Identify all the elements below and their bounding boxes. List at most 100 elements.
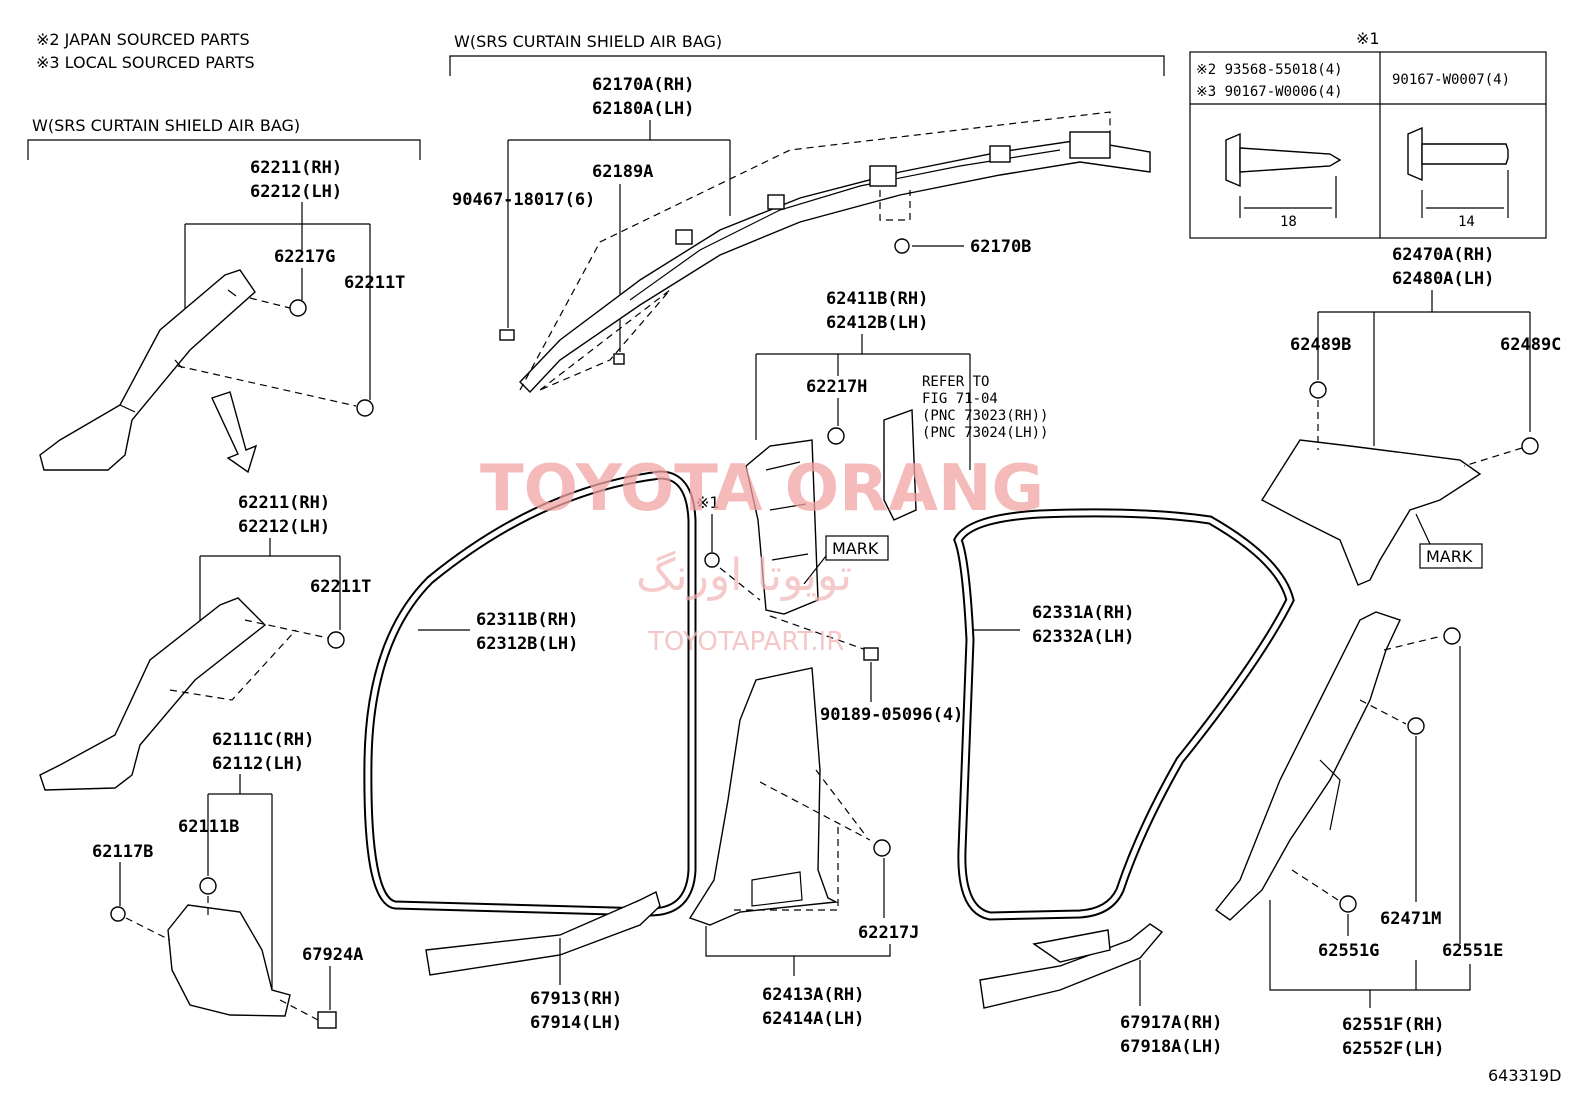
airbag-bracket-1 bbox=[675, 229, 693, 245]
leader-62413a bbox=[705, 926, 891, 976]
screw-dim-left bbox=[1239, 176, 1337, 218]
clip-90189 bbox=[863, 647, 879, 661]
clip-62211t-upper bbox=[356, 399, 374, 417]
label-62170a-rh: 62170A(RH) bbox=[592, 75, 694, 95]
bolt-62170b bbox=[894, 238, 910, 254]
label-62551e: 62551E bbox=[1442, 941, 1503, 961]
label-62211t-b: 62211T bbox=[310, 577, 371, 597]
dash-center-lower bbox=[734, 769, 871, 911]
label-67917a-rh: 67917A(RH) bbox=[1120, 1013, 1222, 1033]
label-67918a-lh: 67918A(LH) bbox=[1120, 1037, 1222, 1057]
center-pillar-lower-62413a bbox=[688, 667, 839, 926]
refer-line-2: FIG 71-04 bbox=[922, 391, 998, 407]
clip-67924a bbox=[317, 1011, 337, 1029]
curtain-airbag-62170a bbox=[519, 139, 1151, 394]
scuff-plate-67917a bbox=[979, 923, 1164, 1009]
mark-box-1 bbox=[825, 535, 889, 561]
label-62111c-rh: 62111C(RH) bbox=[212, 730, 314, 750]
leader-62551f bbox=[1269, 900, 1471, 1008]
label-90189: 90189-05096(4) bbox=[820, 705, 963, 725]
leader-62411b bbox=[755, 334, 971, 470]
leader-62111c bbox=[207, 774, 273, 1000]
watermark-site: TOYOTAPART.IR bbox=[647, 627, 844, 657]
srs-left-bracket bbox=[27, 139, 421, 160]
clip-62111b bbox=[199, 877, 217, 895]
screw-dim-right bbox=[1421, 170, 1509, 218]
label-62117b: 62117B bbox=[92, 842, 153, 862]
clip-62551e bbox=[1443, 627, 1461, 645]
label-62180a-lh: 62180A(LH) bbox=[592, 99, 694, 119]
clip-62217h bbox=[827, 427, 845, 445]
screw-star1 bbox=[704, 552, 720, 568]
clip-62117b bbox=[110, 906, 126, 922]
label-62551g: 62551G bbox=[1318, 941, 1379, 961]
refer-line-3: (PNC 73023(RH)) bbox=[922, 408, 1048, 424]
label-62311b-rh: 62311B(RH) bbox=[476, 610, 578, 630]
srs-top-bracket bbox=[449, 55, 1165, 76]
screw-dim-left-value: 18 bbox=[1280, 214, 1297, 230]
label-62211-rh: 62211(RH) bbox=[250, 158, 342, 178]
mark-1-leader bbox=[803, 555, 827, 585]
screw-table bbox=[1189, 51, 1547, 239]
label-62211-rh-b: 62211(RH) bbox=[238, 493, 330, 513]
arrow-down-icon bbox=[211, 391, 258, 474]
pillar-62211-lower bbox=[39, 597, 267, 791]
airbag-inflator bbox=[1069, 131, 1111, 159]
screw-code-right: 90167-W0007(4) bbox=[1392, 72, 1510, 88]
label-62212-lh: 62212(LH) bbox=[250, 182, 342, 202]
screw-thread-left-icon bbox=[1239, 147, 1342, 173]
dash-center-upper bbox=[719, 567, 873, 653]
clip-62211t-lower bbox=[327, 631, 345, 649]
label-62212-lh-b: 62212(LH) bbox=[238, 517, 330, 537]
label-62412b-lh: 62412B(LH) bbox=[826, 313, 928, 333]
label-62411b-rh: 62411B(RH) bbox=[826, 289, 928, 309]
label-67924a: 67924A bbox=[302, 945, 363, 965]
airbag-bracket-2 bbox=[767, 194, 785, 210]
clip-62471m bbox=[1407, 717, 1425, 735]
clip-90467 bbox=[499, 329, 515, 341]
note-local-sourced: ※3 LOCAL SOURCED PARTS bbox=[36, 53, 255, 72]
label-62170b: 62170B bbox=[970, 237, 1031, 257]
screw-table-mark: ※1 bbox=[1356, 29, 1380, 48]
screw-table-grid bbox=[1190, 52, 1546, 238]
quarter-panel-upper-62470a bbox=[1261, 439, 1482, 586]
srs-top-label: W(SRS CURTAIN SHIELD AIR BAG) bbox=[454, 32, 722, 51]
scuff-plate-67913 bbox=[425, 890, 661, 976]
leader-62211 bbox=[184, 202, 371, 400]
dash-62551f bbox=[1291, 635, 1443, 901]
clip-62189a bbox=[613, 353, 625, 365]
screw-code-row1: ※2 93568-55018(4) bbox=[1196, 62, 1343, 78]
scuff-plate-67917a-cover bbox=[1032, 929, 1111, 963]
label-62470a-rh: 62470A(RH) bbox=[1392, 245, 1494, 265]
clip-62217g bbox=[289, 299, 307, 317]
clip-62217j bbox=[873, 839, 891, 857]
leader-clips-62551 bbox=[1347, 646, 1461, 944]
label-62189a: 62189A bbox=[592, 162, 653, 182]
quarter-panel-lower-detail bbox=[1319, 759, 1341, 831]
dash-62111c bbox=[125, 896, 319, 1021]
dash-airbag bbox=[519, 111, 1111, 391]
door-seal-62331a bbox=[953, 508, 1295, 921]
center-pillar-upper-ribs bbox=[765, 461, 809, 561]
dash-62211-upper bbox=[177, 297, 357, 407]
door-seal-62331a-inner bbox=[955, 510, 1293, 919]
figure-number: 643319D bbox=[1488, 1066, 1561, 1085]
airbag-bracket-4 bbox=[989, 145, 1011, 163]
label-62217g: 62217G bbox=[274, 247, 335, 267]
label-62552f-lh: 62552F(LH) bbox=[1342, 1039, 1444, 1059]
label-62489c: 62489C bbox=[1500, 335, 1561, 355]
screw-thread-right-icon bbox=[1421, 143, 1509, 165]
label-62331a-rh: 62331A(RH) bbox=[1032, 603, 1134, 623]
clip-62551g bbox=[1339, 895, 1357, 913]
mark-label-1: MARK bbox=[832, 539, 879, 558]
center-pillar-lower-pocket bbox=[751, 871, 803, 907]
mark-box-2 bbox=[1419, 543, 1483, 569]
label-62217j: 62217J bbox=[858, 923, 919, 943]
label-62414a-lh: 62414A(LH) bbox=[762, 1009, 864, 1029]
label-67913-rh: 67913(RH) bbox=[530, 989, 622, 1009]
door-seal-62311b bbox=[363, 470, 697, 917]
quarter-panel-lower-62551f bbox=[1214, 611, 1401, 921]
seatbelt-anchor-73023 bbox=[883, 409, 917, 521]
srs-left-label: W(SRS CURTAIN SHIELD AIR BAG) bbox=[32, 116, 300, 135]
